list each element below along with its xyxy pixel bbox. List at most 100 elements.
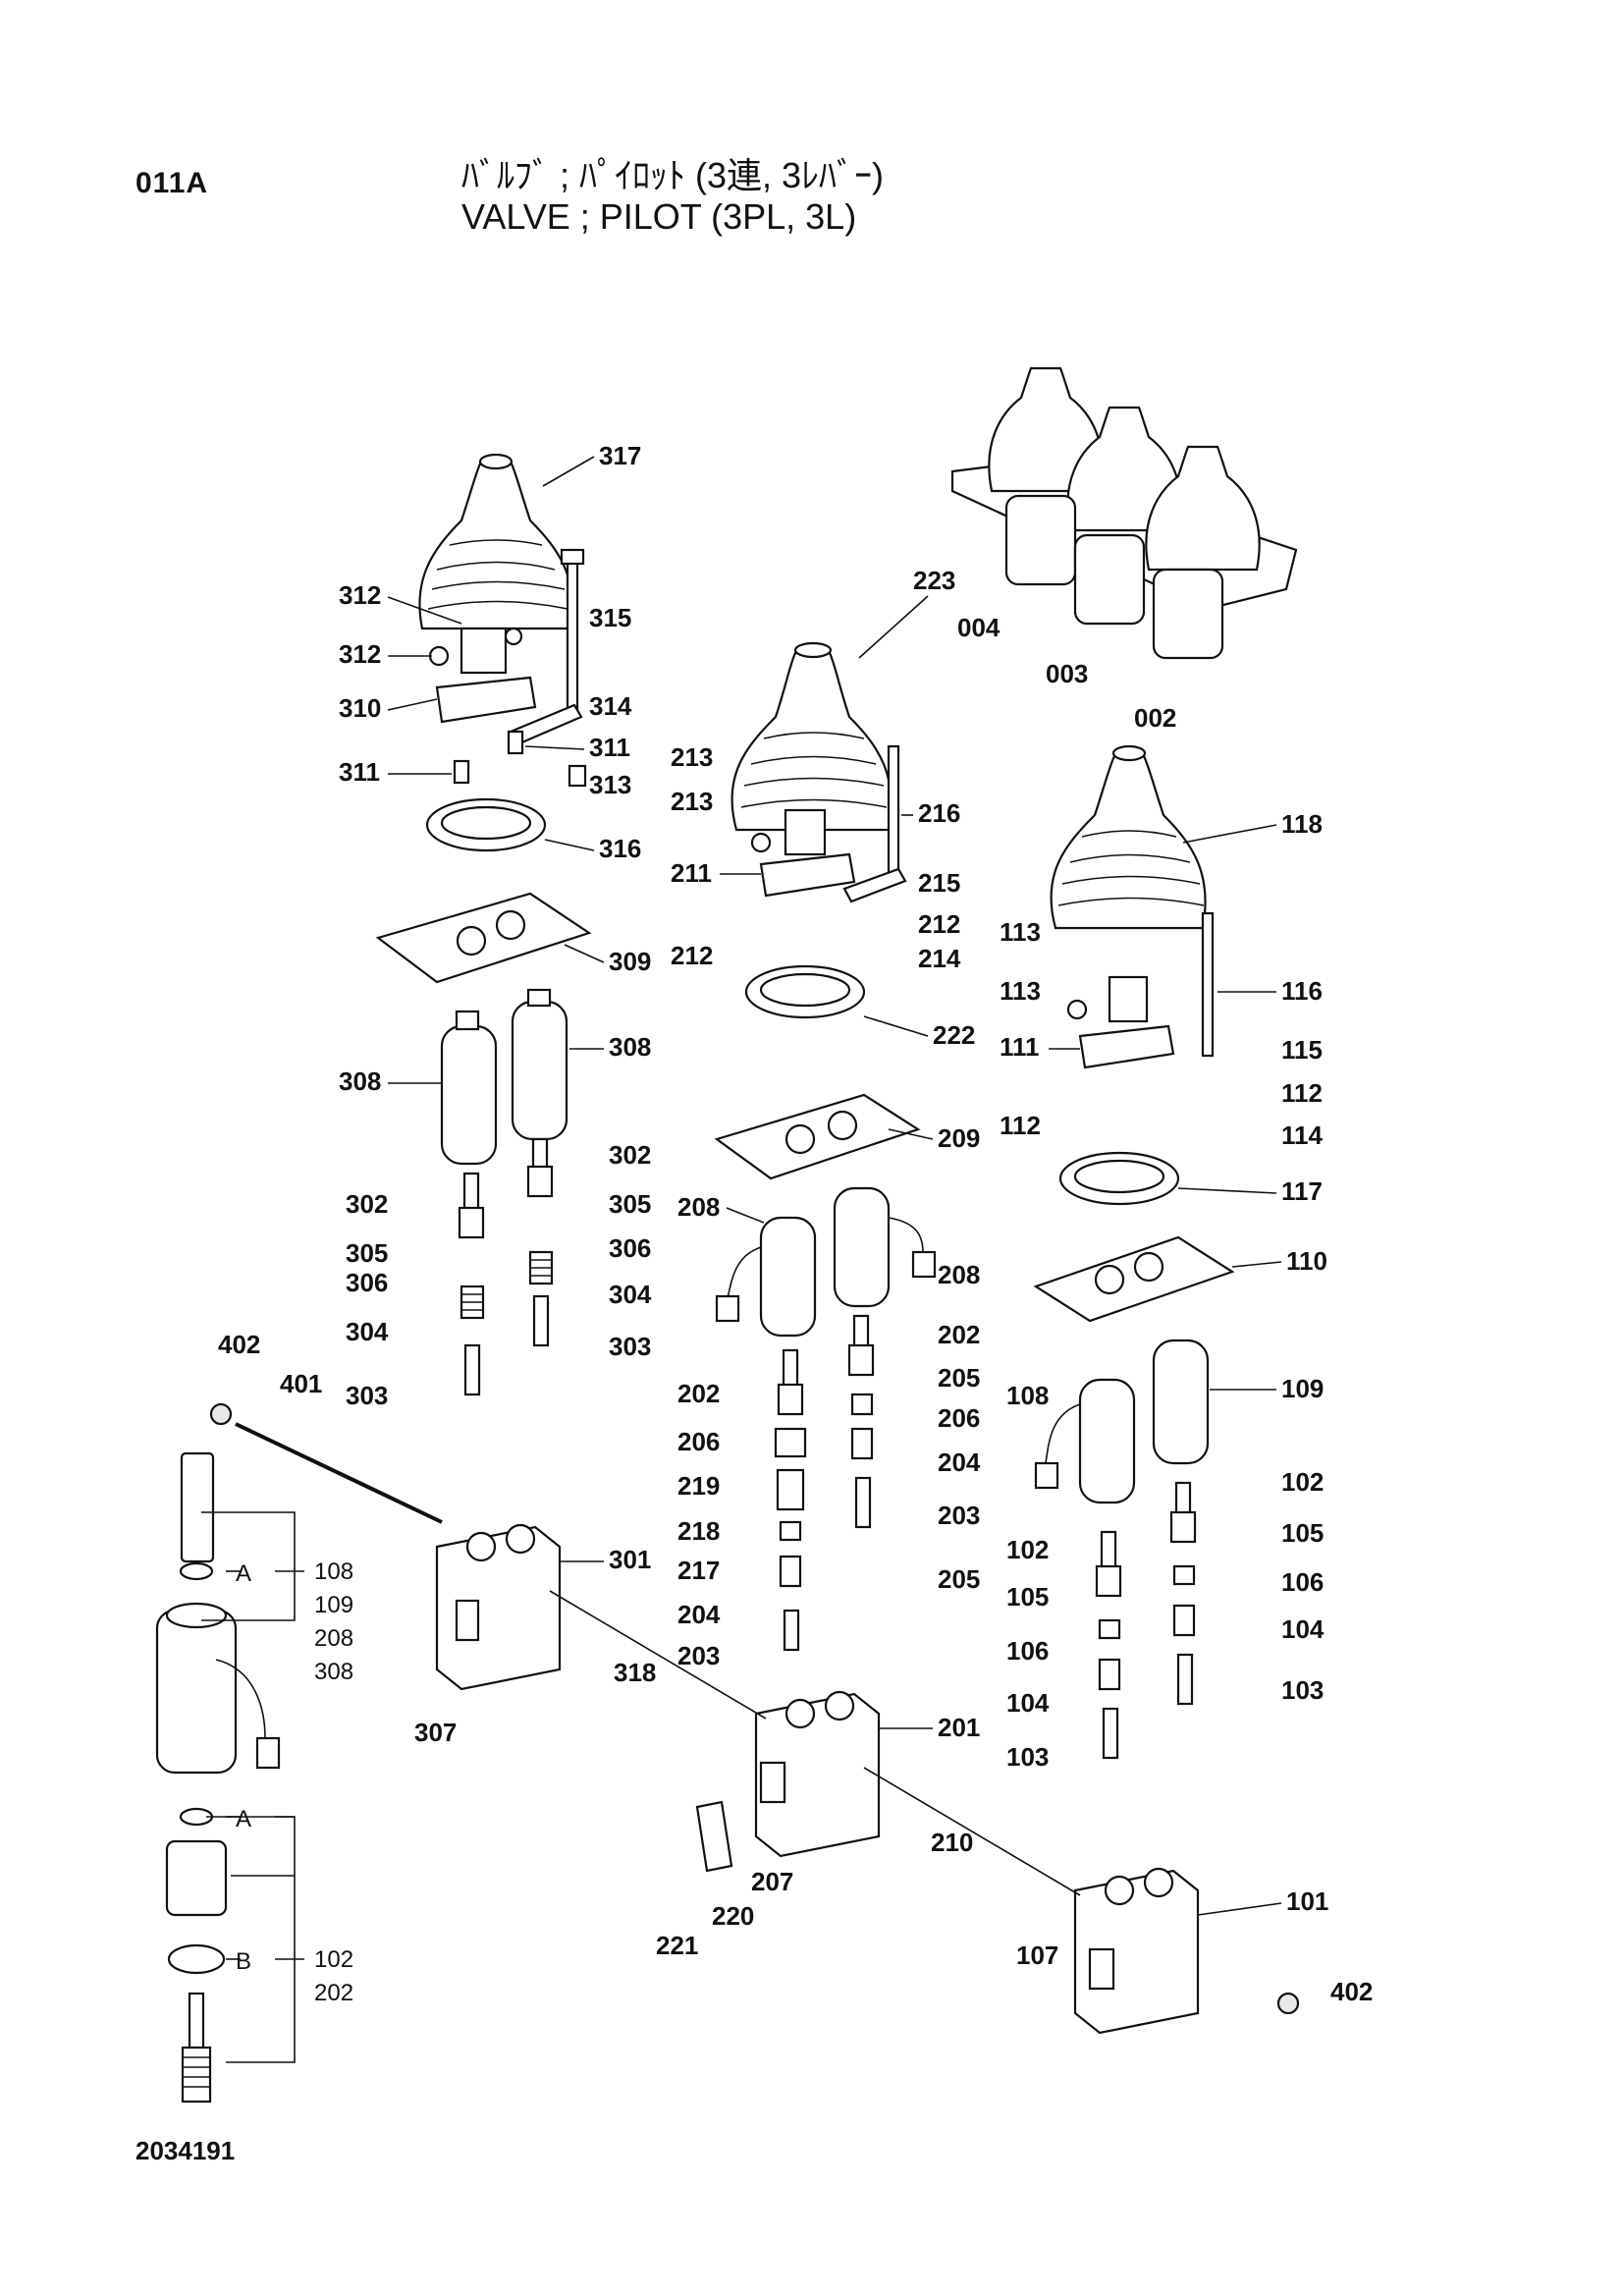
spools-302 [458,1137,554,1239]
callout-306a: 306 [609,1233,651,1263]
callout-201: 201 [938,1713,980,1742]
legend-label-b: B [236,1948,251,1975]
callout-113b: 113 [1000,976,1041,1006]
callout-204a: 204 [938,1448,981,1477]
callout-305b: 305 [346,1238,388,1268]
callout-222: 222 [933,1020,975,1050]
title-english: VALVE ; PILOT (3PL, 3L) [461,196,857,237]
callout-207: 207 [751,1867,793,1896]
seal-222 [744,964,866,1019]
callout-211: 211 [671,858,712,888]
callout-213b: 213 [671,787,713,816]
callout-212b: 212 [671,941,713,970]
callout-215: 215 [918,868,960,898]
callout-205b: 205 [938,1564,980,1594]
callout-116: 116 [1281,976,1323,1006]
seal-117 [1058,1151,1180,1206]
callout-316: 316 [599,834,641,863]
callout-105b: 105 [1006,1582,1049,1612]
callout-302a: 302 [609,1140,651,1170]
body-101 [1073,1867,1300,2035]
callout-002: 002 [1134,703,1176,733]
callout-220: 220 [712,1901,754,1931]
callout-003: 003 [1046,659,1088,688]
callout-308b: 308 [609,1032,651,1062]
callout-103b: 103 [1006,1742,1049,1772]
plate-220 [695,1800,733,1873]
callout-313: 313 [589,770,631,799]
legend-detail [155,1451,304,2104]
callout-216: 216 [918,798,960,828]
stack-200-left [774,1348,807,1652]
callout-311a: 311 [589,733,630,762]
link-215 [842,867,907,903]
plate-209 [714,1093,921,1180]
callout-311b: 311 [339,757,380,787]
solenoids-108-109 [1034,1339,1210,1504]
callout-113a: 113 [1000,917,1041,947]
callout-206b: 217 [677,1556,720,1585]
callout-106b: 106 [1006,1636,1049,1666]
callout-110: 110 [1286,1246,1327,1276]
plate-309 [375,892,592,984]
callout-102b: 102 [1006,1535,1049,1564]
callout-303a: 303 [609,1332,651,1361]
stack-200-right [847,1314,875,1529]
callout-112b: 112 [1000,1111,1041,1140]
springs-304 [460,1250,554,1320]
callout-115: 115 [1281,1035,1323,1065]
callout-210: 210 [931,1828,973,1857]
callout-109: 109 [1281,1374,1324,1403]
callout-205a: 205 [938,1363,980,1393]
callout-223: 223 [913,566,955,595]
pins-303 [463,1294,550,1396]
callout-206a: 206 [938,1403,980,1433]
callout-209: 209 [938,1123,980,1153]
page-code: 011A [135,167,209,199]
callout-104a: 104 [1281,1614,1325,1644]
callout-103a: 103 [1281,1675,1324,1705]
legend-b-part-2: 202 [314,1980,353,2006]
bracket-310 [428,627,537,724]
boot-118 [1050,744,1207,930]
rod-116 [1201,911,1215,1058]
seal-316 [425,797,547,852]
callout-102a: 102 [1281,1467,1324,1497]
callout-203a: 203 [938,1501,980,1530]
callout-304a: 304 [609,1280,652,1309]
callout-204b: 204 [677,1600,721,1629]
callout-312a: 312 [339,580,381,610]
callout-202a: 202 [938,1320,980,1349]
callout-315: 315 [589,603,631,632]
callout-117: 117 [1281,1176,1323,1206]
legend-a-part-3: 208 [314,1625,353,1652]
legend-label-a2: A [236,1806,251,1832]
callout-213a: 213 [671,742,713,772]
assembly-002-004 [950,366,1298,660]
callout-214: 214 [918,944,961,973]
callout-310: 310 [339,693,381,723]
callout-305a: 305 [609,1189,651,1219]
callout-302b: 302 [346,1189,388,1219]
callout-208a: 208 [677,1192,720,1222]
callout-208b: 208 [938,1260,980,1289]
body-201 [754,1690,881,1858]
drawing-number: 2034191 [135,2136,236,2165]
legend-label-a: A [236,1560,251,1587]
callout-317: 317 [599,441,641,470]
title-japanese: ﾊﾞﾙﾌﾞ ; ﾊﾟｲﾛｯﾄ (3連, 3ﾚﾊﾞｰ) [461,155,885,195]
callout-312b: 312 [339,639,381,669]
legend-a-part-4: 308 [314,1659,353,1685]
bracket-111 [1066,975,1175,1069]
callout-104b: 104 [1006,1688,1050,1718]
plate-110 [1033,1235,1235,1323]
callout-307: 307 [414,1718,457,1747]
legend-a-part-1: 108 [314,1558,353,1585]
callout-112a: 112 [1281,1078,1323,1108]
callout-labels: 317 315 312 312 310 314 311 311 313 316 … [218,441,1373,2006]
callout-118: 118 [1281,809,1323,839]
bolt-401 [209,1402,443,1524]
rod-216 [887,744,900,881]
